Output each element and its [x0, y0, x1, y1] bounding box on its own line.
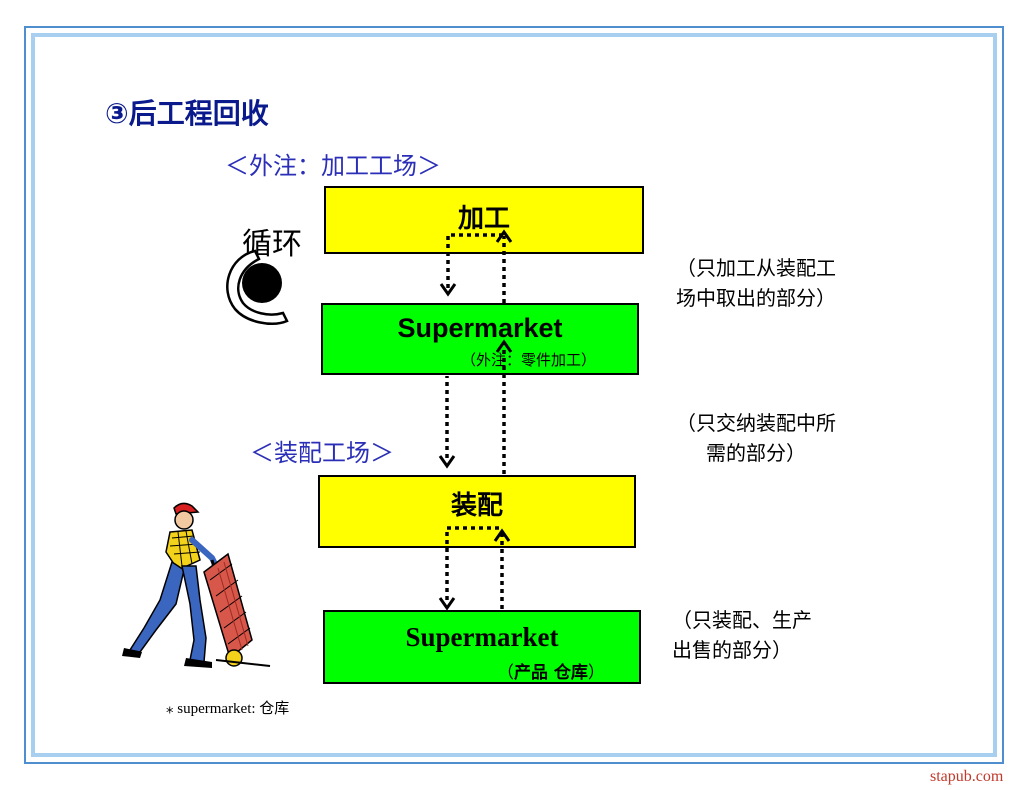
watermark: stapub.com — [930, 768, 1004, 785]
pull-signal-line-1 — [446, 233, 504, 288]
arrowhead-down-2 — [438, 455, 456, 469]
processing-box-label: 加工 — [457, 204, 510, 234]
note-assembly: （只装配、生产 出售的部分） — [672, 608, 812, 662]
slide-inner-frame — [31, 33, 997, 757]
cycle-icon — [226, 249, 289, 325]
footnote: ⁎ supermarket: 仓库 — [166, 701, 290, 717]
note-delivery: （只交纳装配中所 需的部分） — [676, 411, 836, 465]
external-factory-label: ＜外注：加工工场＞ — [225, 152, 441, 180]
arrowhead-up-1 — [495, 229, 513, 243]
supermarket-parts-box: Supermarket （外注：零件加工） — [321, 303, 639, 375]
arrowhead-up-3 — [493, 528, 511, 542]
assembly-box: 装配 — [318, 475, 636, 548]
supermarket-products-box: Supermarket （产品 仓库） — [323, 610, 641, 684]
slide-outer-frame — [24, 26, 1004, 764]
arrowhead-up-2 — [495, 339, 513, 353]
processing-box: 加工 — [324, 186, 644, 254]
supermarket-products-label: Supermarket — [405, 622, 559, 652]
assembly-factory-label: ＜装配工场＞ — [250, 439, 394, 467]
page-title: ③后工程回收 — [105, 97, 269, 130]
supermarket-products-sublabel: （产品 仓库） — [497, 663, 605, 683]
arrowhead-down-3 — [438, 597, 456, 611]
arrowhead-down-1 — [439, 283, 457, 297]
pull-signal-line-3 — [445, 526, 502, 600]
supermarket-parts-label: Supermarket — [397, 313, 563, 343]
note-processing: （只加工从装配工 场中取出的部分） — [676, 256, 836, 310]
assembly-box-label: 装配 — [450, 491, 503, 521]
supermarket-parts-sublabel: （外注：零件加工） — [461, 351, 597, 369]
worker-hand-truck-icon — [122, 502, 271, 668]
